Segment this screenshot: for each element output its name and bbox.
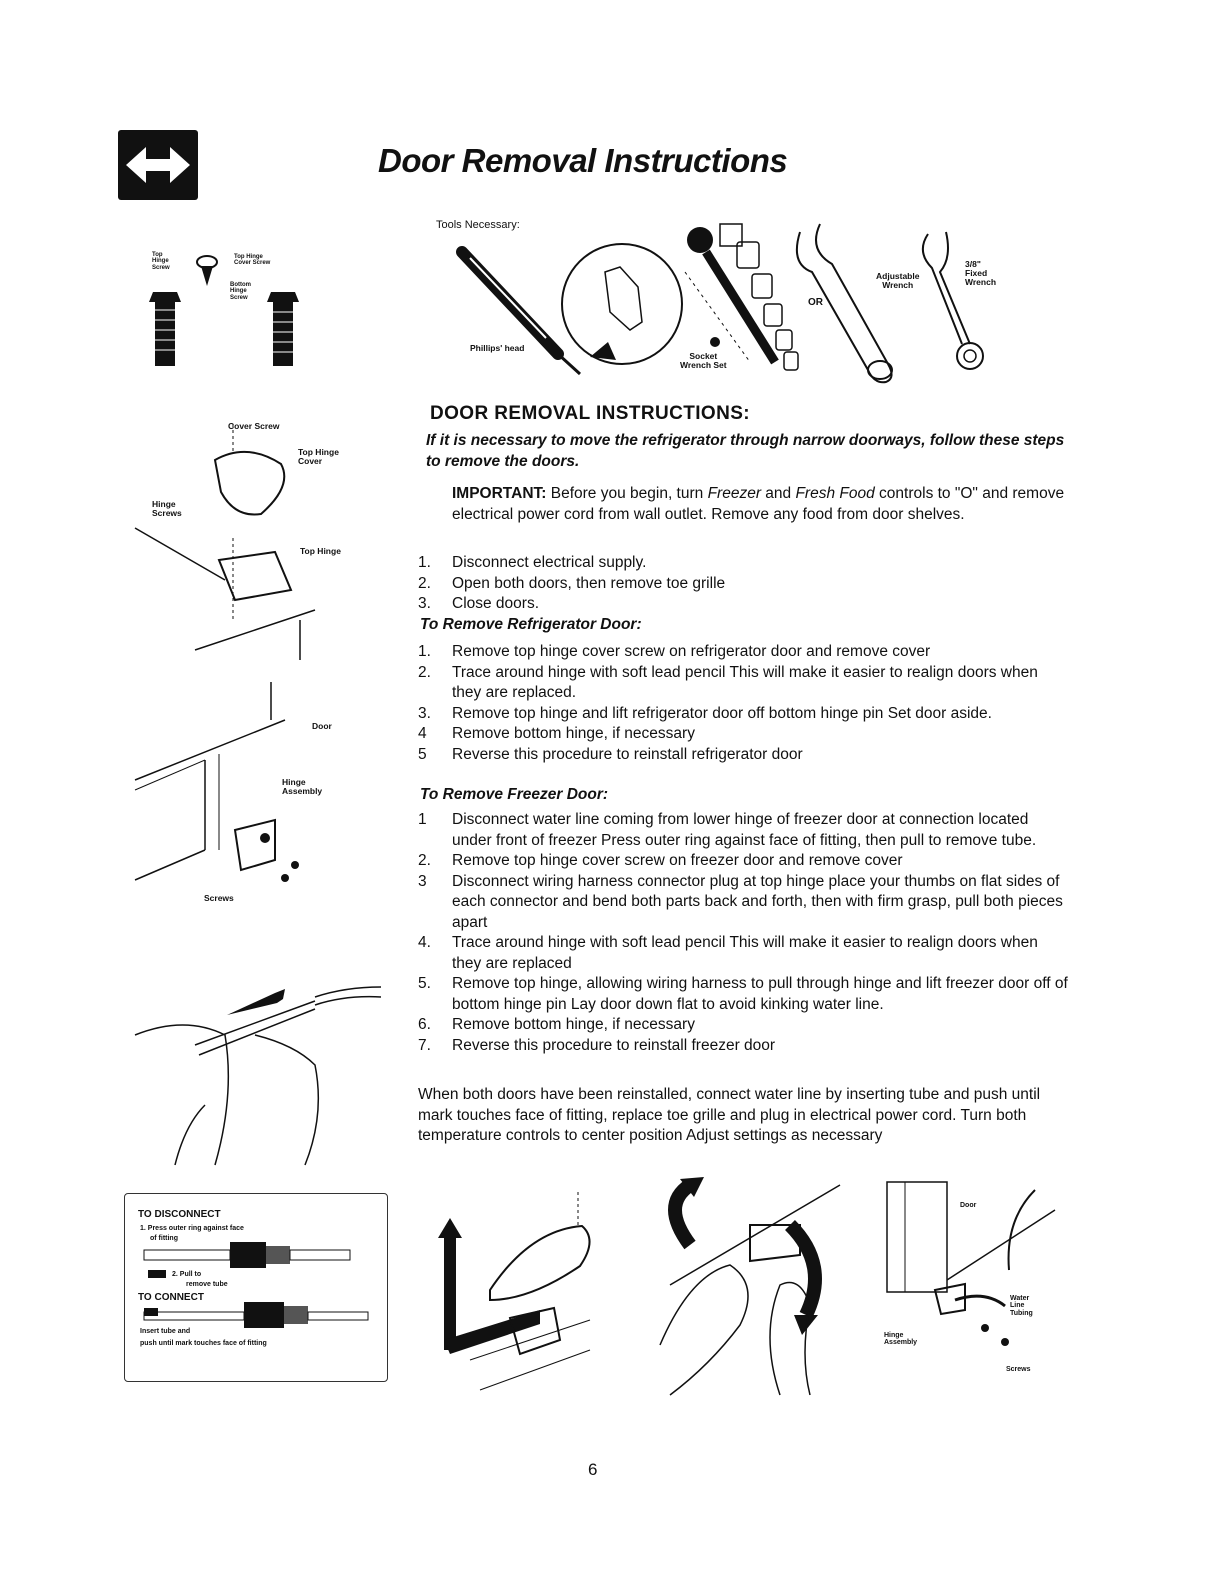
bottom-screws-label: Screws	[1006, 1366, 1031, 1373]
list-item: 7.Reverse this procedure to reinstall fr…	[418, 1036, 776, 1054]
important-text-3: controls to "O" and remove electrical po…	[452, 485, 1065, 523]
list-item: 4.Trace around hinge with soft lead penc…	[418, 934, 1038, 972]
fitting-instructions-box	[124, 1193, 388, 1382]
list-item: 2.Remove top hinge cover screw on freeze…	[418, 852, 903, 869]
tools-label: Tools Necessary:	[436, 219, 520, 231]
water-line-tubing-label: Water Line Tubing	[1010, 1295, 1033, 1317]
list-item: 1.Disconnect electrical supply.	[418, 554, 647, 571]
adjustable-label: Adjustable Wrench	[876, 271, 920, 290]
hinge-cover-removal-illustration	[438, 1192, 591, 1391]
important-text-2: and	[760, 485, 796, 502]
disconnect-step-1a: 1. Press outer ring against face	[140, 1225, 244, 1232]
important-label: IMPORTANT:	[452, 485, 547, 502]
refrigerator-steps-list: 1.Remove top hinge cover screw on refrig…	[418, 642, 1068, 765]
top-hinge-screw-label: Top Hinge Screw	[152, 252, 170, 271]
list-item: 1.Remove top hinge cover screw on refrig…	[418, 643, 931, 660]
bottom-hinge-illustration	[134, 682, 299, 882]
list-item: 2.Trace around hinge with soft lead penc…	[418, 663, 1038, 702]
list-item: 3.Close doors.	[418, 595, 540, 612]
or-label: OR	[808, 297, 823, 308]
top-hinge-cover-label: Top Hinge Cover	[298, 447, 339, 466]
door-label: Door	[312, 721, 332, 731]
section-heading: DOOR REMOVAL INSTRUCTIONS:	[430, 403, 751, 424]
important-text-1: Before you begin, turn	[546, 485, 708, 502]
hinge-removal-hands-illustration	[659, 1177, 841, 1396]
bottom-hinge-screw-label: Bottom Hinge Screw	[230, 282, 251, 301]
phillips-label: Phillips' head	[470, 343, 525, 353]
disconnect-step-2a: 2. Pull to	[172, 1271, 202, 1278]
screws-illustration	[149, 255, 299, 366]
bottom-hinge-assembly-label: Hinge Assembly	[884, 1332, 918, 1347]
to-connect-heading: TO CONNECT	[138, 1292, 204, 1303]
freezer-door-hinge-illustration	[886, 1181, 1056, 1346]
important-note: IMPORTANT: Before you begin, turn Freeze…	[452, 483, 1072, 525]
list-item: 2.Open both doors, then remove toe grill…	[418, 574, 726, 592]
socket-label: Socket Wrench Set	[680, 351, 727, 370]
freezer-heading: To Remove Freezer Door:	[420, 786, 609, 803]
list-item: 6.Remove bottom hinge, if necessary	[418, 1016, 695, 1033]
page-number: 6	[588, 1460, 598, 1479]
hinge-screws-label: Hinge Screws	[152, 499, 182, 518]
top-hinge-illustration	[134, 424, 316, 660]
refrigerator-heading: To Remove Refrigerator Door:	[420, 616, 642, 633]
important-fresh-food: Fresh Food	[795, 485, 875, 502]
double-arrow-icon	[118, 130, 198, 200]
water-line-illustration	[134, 986, 382, 1166]
fixed-label: 3/8" Fixed Wrench	[965, 259, 997, 287]
important-freezer: Freezer	[707, 485, 761, 502]
intro-text: If it is necessary to move the refrigera…	[426, 432, 1065, 470]
top-hinge-cover-screw-label: Top Hinge Cover Screw	[234, 254, 271, 267]
connect-step-a: Insert tube and	[140, 1328, 191, 1335]
connect-step-b: push until mark touches face of fitting	[140, 1340, 267, 1347]
tools-illustration	[456, 223, 984, 384]
page-title: Door Removal Instructions	[378, 142, 788, 179]
cover-screw-label: Cover Screw	[228, 421, 280, 431]
screws-label: Screws	[204, 893, 234, 903]
hinge-assembly-label: Hinge Assembly	[282, 777, 323, 796]
list-item: 3.Remove top hinge and lift refrigerator…	[418, 704, 992, 722]
top-hinge-label: Top Hinge	[300, 546, 341, 556]
disconnect-step-1b: of fitting	[150, 1235, 178, 1242]
disconnect-step-2b: remove tube	[186, 1281, 228, 1288]
closing-paragraph: When both doors have been reinstalled, c…	[418, 1086, 1041, 1144]
fitting-diagram	[143, 1242, 369, 1328]
general-steps-list: 1.Disconnect electrical supply. 2.Open b…	[418, 553, 1068, 615]
bottom-door-label: Door	[960, 1202, 977, 1209]
to-disconnect-heading: TO DISCONNECT	[138, 1209, 221, 1220]
list-item: 5.Remove top hinge, allowing wiring harn…	[418, 975, 1068, 1013]
